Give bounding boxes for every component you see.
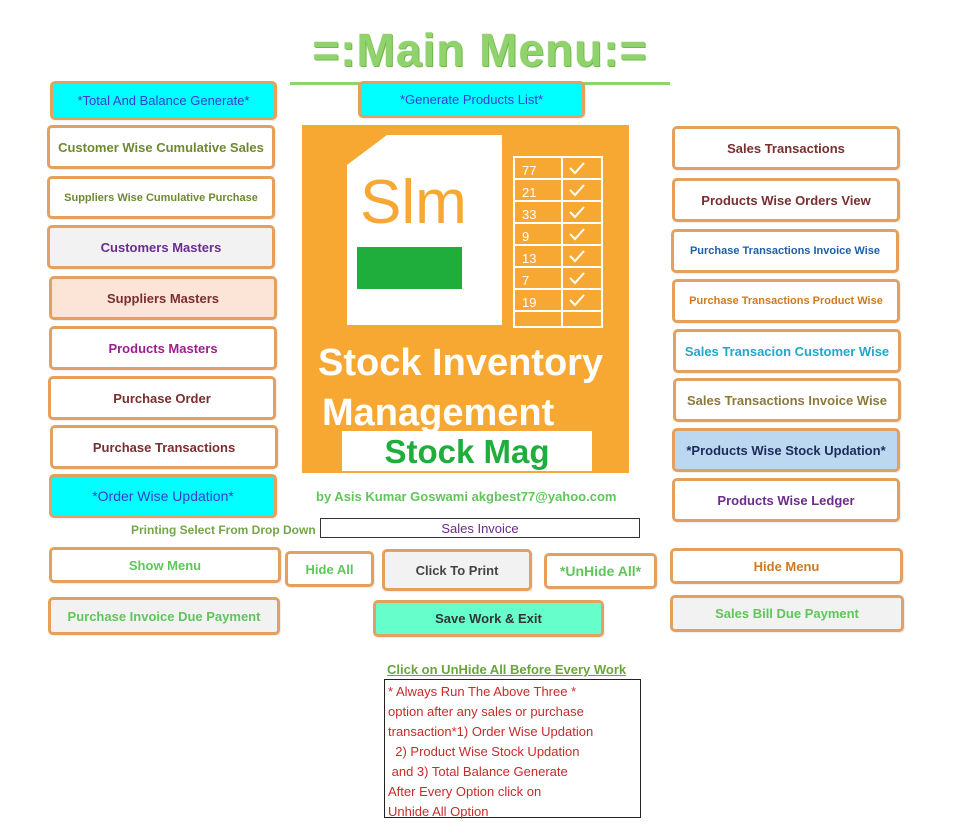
- logo-check-icon: [569, 294, 585, 307]
- purchase-transactions-button[interactable]: Purchase Transactions: [50, 425, 278, 469]
- logo-table-value: 13: [522, 251, 536, 266]
- purchase-transactions-product-wise-button[interactable]: Purchase Transactions Product Wise: [672, 279, 900, 323]
- page-title: =:Main Menu:=: [290, 22, 670, 85]
- logo-check-icon: [569, 250, 585, 263]
- author-credit: by Asis Kumar Goswami akgbest77@yahoo.co…: [316, 489, 617, 504]
- suppliers-masters-button[interactable]: Suppliers Masters: [49, 276, 277, 320]
- logo-line-2: Management: [322, 392, 555, 434]
- purchase-transactions-invoice-wise-button[interactable]: Purchase Transactions Invoice Wise: [671, 229, 899, 273]
- note-heading: Click on UnHide All Before Every Work: [387, 662, 627, 677]
- note-line: and 3) Total Balance Generate: [388, 764, 568, 779]
- logo-check-icon: [569, 162, 585, 175]
- logo-table-value: 77: [522, 163, 536, 178]
- logo-table-value: 19: [522, 295, 536, 310]
- customer-wise-cumulative-sales-button[interactable]: Customer Wise Cumulative Sales: [47, 125, 275, 169]
- note-line: * Always Run The Above Three *: [388, 684, 577, 699]
- logo-table-value: 21: [522, 185, 536, 200]
- note-line: 2) Product Wise Stock Updation: [388, 744, 580, 759]
- logo-image: 77 21 33 9 13 7 19 Slm Stock Inventory Managem…: [302, 125, 629, 473]
- suppliers-wise-cumulative-purchase-button[interactable]: Suppliers Wise Cumulative Purchase: [47, 176, 275, 219]
- logo-check-icon: [569, 228, 585, 241]
- generate-products-list-button[interactable]: *Generate Products List*: [358, 81, 585, 118]
- logo-table-value: 33: [522, 207, 536, 222]
- note-line: option after any sales or purchase: [388, 704, 584, 719]
- purchase-invoice-due-payment-button[interactable]: Purchase Invoice Due Payment: [48, 597, 280, 635]
- sales-transactions-invoice-wise-button[interactable]: Sales Transactions Invoice Wise: [673, 378, 901, 422]
- sales-transaction-customer-wise-button[interactable]: Sales Transacion Customer Wise: [673, 329, 901, 373]
- logo-table-value: 9: [522, 229, 529, 244]
- customers-masters-button[interactable]: Customers Masters: [47, 225, 275, 269]
- logo-line-1: Stock Inventory: [318, 342, 603, 384]
- logo-line-3: Stock Mag: [384, 433, 549, 470]
- hide-all-button[interactable]: Hide All: [285, 551, 374, 587]
- total-balance-generate-button[interactable]: *Total And Balance Generate*: [50, 81, 277, 120]
- products-masters-button[interactable]: Products Masters: [49, 326, 277, 370]
- show-menu-button[interactable]: Show Menu: [49, 547, 281, 583]
- logo-short-text: Slm: [360, 168, 467, 237]
- purchase-order-button[interactable]: Purchase Order: [48, 376, 276, 420]
- print-select-label: Printing Select From Drop Down: [131, 523, 316, 537]
- instructions-box: * Always Run The Above Three * option af…: [384, 679, 641, 819]
- logo-check-icon: [569, 184, 585, 197]
- click-to-print-button[interactable]: Click To Print: [382, 549, 532, 591]
- print-select-dropdown[interactable]: Sales Invoice: [320, 518, 640, 538]
- order-wise-updation-button[interactable]: *Order Wise Updation*: [49, 474, 277, 518]
- note-line: transaction*1) Order Wise Updation: [388, 724, 594, 739]
- unhide-all-button[interactable]: *UnHide All*: [544, 553, 657, 589]
- note-line: After Every Option click on: [388, 784, 542, 799]
- sales-bill-due-payment-button[interactable]: Sales Bill Due Payment: [670, 595, 904, 632]
- logo-table-value: 7: [522, 273, 529, 288]
- products-wise-stock-updation-button[interactable]: *Products Wise Stock Updation*: [672, 428, 900, 472]
- hide-menu-button[interactable]: Hide Menu: [670, 548, 903, 584]
- products-wise-orders-view-button[interactable]: Products Wise Orders View: [672, 178, 900, 222]
- save-work-exit-button[interactable]: Save Work & Exit: [373, 600, 604, 637]
- products-wise-ledger-button[interactable]: Products Wise Ledger: [672, 478, 900, 522]
- stock-inventory-logo-icon: 77 21 33 9 13 7 19 Slm Stock Inventory Managem…: [302, 125, 629, 473]
- logo-check-icon: [569, 206, 585, 219]
- sales-transactions-button[interactable]: Sales Transactions: [672, 126, 900, 170]
- note-line: Unhide All Option: [388, 804, 489, 819]
- logo-check-icon: [569, 272, 585, 285]
